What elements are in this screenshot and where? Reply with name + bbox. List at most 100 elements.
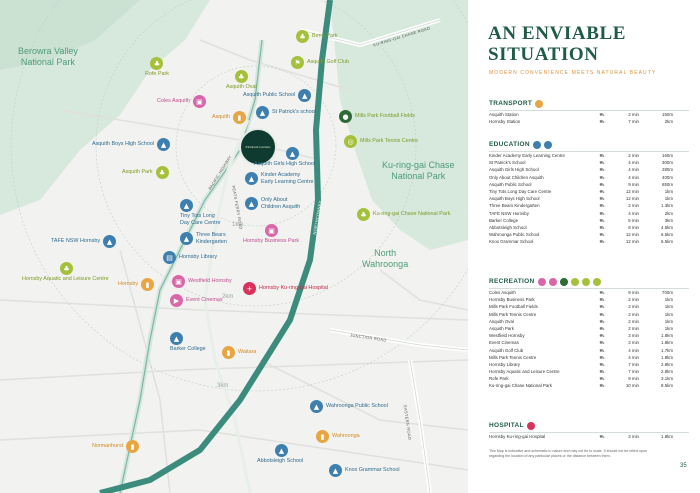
place-name: Ku-ring-gai Chase National Park xyxy=(489,383,552,389)
car-icon: ⛟ xyxy=(599,318,605,324)
poi-coles-asquith[interactable]: ▣Coles Asquith xyxy=(157,95,206,108)
poi-asquith-boys-high[interactable]: ▲Asquith Boys High School xyxy=(92,138,171,151)
poi-knox-grammar[interactable]: ▲Knox Grammar School xyxy=(329,464,400,477)
distance: 300m xyxy=(662,160,673,166)
distance: 1.3km xyxy=(661,203,673,209)
car-icon: ⛟ xyxy=(599,188,605,194)
distance: 700m xyxy=(662,290,673,295)
poi-wahroonga-public[interactable]: ▲Wahroonga Public School xyxy=(310,400,388,413)
poi-st-patricks-school[interactable]: ▲St Patrick's school xyxy=(256,106,316,119)
ring-2km-label: 2km xyxy=(222,294,234,300)
page-title: AN ENVIABLE SITUATION xyxy=(488,23,627,65)
travel-time: 4 min xyxy=(628,174,639,180)
place-name: Asquith Public School xyxy=(489,181,532,187)
train-icon: ▮ xyxy=(141,278,155,291)
travel-time: 7 min xyxy=(628,369,639,375)
car-icon: ⛟ xyxy=(599,174,605,180)
poi-berry-park[interactable]: ♣Berry Park xyxy=(296,30,337,43)
poi-kuringgai-national-park[interactable]: ♣Ku-ring-gai Chase National Park xyxy=(357,208,450,221)
poi-asquith-golf-club[interactable]: ⚑Asquith Golf Club xyxy=(291,56,349,69)
travel-time: 3 min xyxy=(628,340,639,346)
ring-3km-label: 3km xyxy=(217,383,229,389)
poi-abbotsleigh-school[interactable]: ▲Abbotsleigh School xyxy=(257,444,303,465)
travel-time: 12 min xyxy=(625,232,639,238)
distance: 4.5km xyxy=(661,224,673,230)
travel-time: 9 min xyxy=(628,181,639,187)
tennis-icon xyxy=(570,277,579,286)
poi-hornsby-station[interactable]: ▮Hornsby xyxy=(118,278,155,291)
distance: 2km xyxy=(664,210,673,216)
distance: 400m xyxy=(662,174,673,180)
poi-mills-park-tennis[interactable]: ◎Mills Park Tennis Centre xyxy=(344,135,418,148)
tree-icon: ♣ xyxy=(234,70,248,83)
tennis-icon: ◎ xyxy=(344,135,357,148)
poi-kinder-academy[interactable]: ▲Kinder Academy Early Learning Centre xyxy=(245,172,313,185)
travel-time: 2 min xyxy=(628,153,639,158)
poi-event-cinemas[interactable]: ▶Event Cinemas xyxy=(170,294,223,307)
distance: 2.8km xyxy=(661,361,673,367)
shopping-bag-icon: ▣ xyxy=(265,224,278,237)
travel-time: 12 min xyxy=(625,196,639,202)
poi-westfield-hornsby[interactable]: ▣Westfield Hornsby xyxy=(172,275,232,288)
distance: 6.5km xyxy=(661,232,673,238)
tree-icon: ♣ xyxy=(150,57,164,70)
place-name: Rofe Park xyxy=(489,376,509,382)
cross-icon: + xyxy=(243,282,256,295)
list-item: Only About Children Asquith ⛟ 4 min 400m xyxy=(489,174,689,181)
poi-wahroonga-station[interactable]: ▮Wahroonga xyxy=(316,430,360,443)
poi-tiny-tots[interactable]: ▲Tiny Tots Long Day Care Centre xyxy=(180,199,220,226)
poi-three-bears[interactable]: ▲Three Bears Kindergarten xyxy=(180,232,227,245)
poi-asquith-public-school[interactable]: ▲Asquith Public School xyxy=(243,89,312,102)
mortarboard-icon: ▲ xyxy=(275,444,288,457)
mortarboard-icon: ▲ xyxy=(310,400,323,413)
tree-icon: ♣ xyxy=(357,208,370,221)
place-name: Asquith Park xyxy=(489,325,514,331)
place-name: Mills Park Football Fields xyxy=(489,304,538,310)
poi-hornsby-business-park[interactable]: ▣Hornsby Business Park xyxy=(243,224,299,245)
development-site-marker[interactable]: Elizabeth Gardens xyxy=(239,128,277,166)
mortarboard-icon: ▲ xyxy=(245,172,258,185)
poi-asquith-park[interactable]: ♣Asquith Park xyxy=(122,166,169,179)
poi-waitara-station[interactable]: ▮Waitara xyxy=(222,346,256,359)
poi-hornsby-aquatic[interactable]: ♣Hornsby Aquatic and Leisure Centre xyxy=(22,262,109,283)
poi-hornsby-library[interactable]: ▤Hornsby Library xyxy=(163,251,217,264)
distance: 1km xyxy=(664,311,673,317)
distance: 280m xyxy=(662,167,673,173)
train-icon: ▮ xyxy=(316,430,329,443)
poi-asquith-girls-high[interactable]: ▲Asquith Girls High School xyxy=(254,147,315,168)
poi-rofe-park[interactable]: ♣Rofe Park xyxy=(145,57,169,78)
poi-asquith-station[interactable]: ▮Asquith xyxy=(212,111,246,124)
place-name: Asquith Boys High School xyxy=(489,196,540,202)
travel-time: 12 min xyxy=(625,188,639,194)
car-icon: ⛟ xyxy=(599,369,605,375)
car-icon: ⛟ xyxy=(599,167,605,173)
berowra-valley-label: Berowra Valley National Park xyxy=(18,46,78,67)
poi-tafe-hornsby[interactable]: ▲TAFE NSW Hornsby xyxy=(51,235,117,248)
location-map: Berowra Valley National Park Ku-ring-gai… xyxy=(0,0,468,493)
education-section: EDUCATION Kinder Academy Early Learning … xyxy=(489,139,689,245)
poi-normanhurst-station[interactable]: ▮Normanhurst xyxy=(92,440,140,453)
distance: 1.8km xyxy=(661,434,673,439)
poi-asquith-oval[interactable]: ♣Asquith Oval xyxy=(226,70,257,91)
poi-only-about-children[interactable]: ▲Only About Children Asquith xyxy=(245,197,300,210)
car-icon: ⛟ xyxy=(599,181,605,187)
poi-hornsby-hospital[interactable]: +Hornsby Ku-ring-gai Hospital xyxy=(243,282,328,295)
distance: 1.8km xyxy=(661,333,673,339)
place-name: Only About Children Asquith xyxy=(489,174,544,180)
poi-mills-park-football[interactable]: ●Mills Park Football Fields xyxy=(339,110,415,123)
poi-barker-college[interactable]: ▲Barker College xyxy=(170,332,206,353)
mortarboard-icon: ▲ xyxy=(298,89,312,102)
travel-time: 10 min xyxy=(625,383,639,389)
